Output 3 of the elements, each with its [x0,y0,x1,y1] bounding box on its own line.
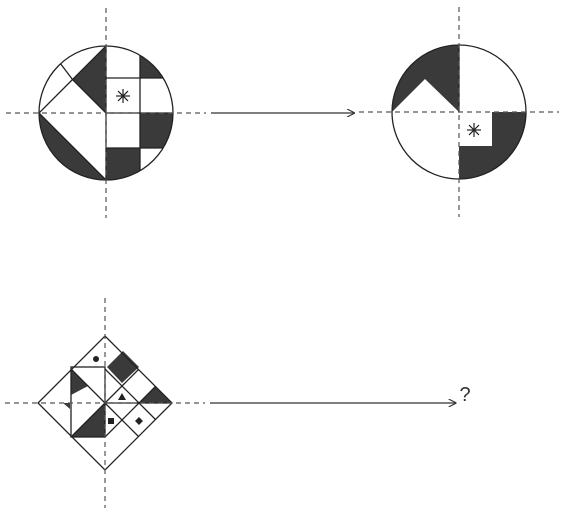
arrow [211,108,356,118]
arrow [210,398,458,408]
question-mark: ? [460,383,471,407]
